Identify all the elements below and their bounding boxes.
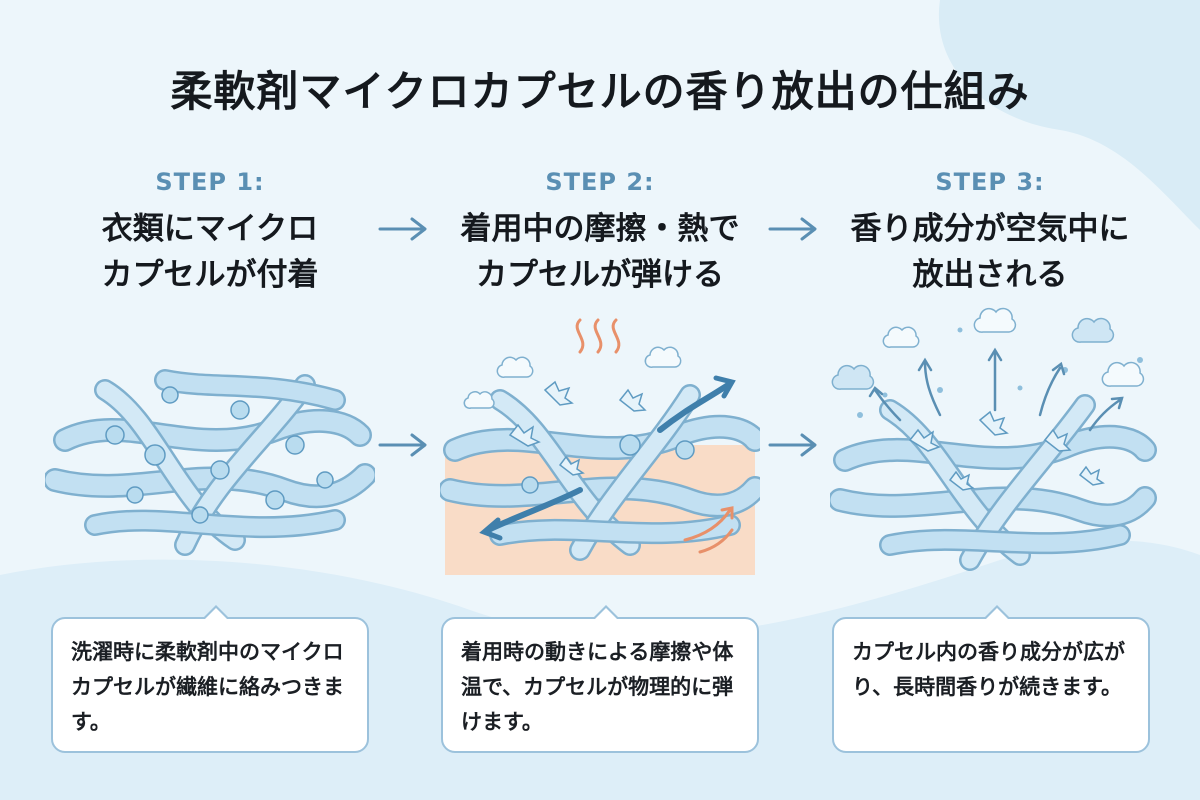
step-3-description-bubble: カプセル内の香り成分が広がり、長時間香りが続きます。	[832, 605, 1150, 753]
step-2-heading: 着用中の摩擦・熱で カプセルが弾ける	[460, 211, 740, 293]
step-1-description-bubble: 洗濯時に柔軟剤中のマイクロカプセルが繊維に絡みつきます。	[51, 605, 369, 753]
scent-release-illustration	[830, 307, 1157, 571]
diagram-title: 柔軟剤マイクロカプセルの香り放出の仕組み	[170, 67, 1030, 116]
step-3-header: STEP 3: 香り成分が空気中に 放出される	[820, 168, 1160, 298]
burst-capsules	[508, 380, 647, 476]
step-1-header: STEP 1: 衣類にマイクロ カプセルが付着	[40, 168, 380, 298]
step-2-header: STEP 2: 着用中の摩擦・熱で カプセルが弾ける	[430, 168, 770, 298]
step-1-label: STEP 1:	[155, 168, 265, 196]
burst-capsules	[908, 410, 1105, 491]
friction-heat-illustration	[440, 318, 760, 575]
arrow-right-icon	[768, 217, 817, 241]
microcapsules	[105, 386, 334, 524]
scent-arrows	[868, 347, 1124, 432]
fabric-fibers	[45, 369, 375, 556]
fabric-with-capsules-illustration	[45, 369, 375, 556]
heat-arrow-icon	[683, 506, 734, 554]
heat-wave-icon	[575, 318, 621, 354]
step-3-heading: 香り成分が空気中に 放出される	[850, 211, 1130, 293]
arrow-right-icon	[378, 217, 427, 241]
motion-arrow-icon	[479, 375, 736, 541]
step-1-heading: 衣類にマイクロ カプセルが付着	[101, 211, 319, 293]
arrow-right-icon	[768, 433, 817, 457]
scent-cloud-icon	[463, 346, 682, 409]
step-2-description-bubble: 着用時の動きによる摩擦や体温で、カプセルが物理的に弾けます。	[441, 605, 759, 753]
arrow-right-icon	[378, 433, 427, 457]
fabric-fibers	[830, 394, 1157, 571]
step-2-label: STEP 2:	[545, 168, 655, 196]
step-3-label: STEP 3:	[935, 168, 1045, 196]
microcapsules	[521, 434, 695, 494]
scent-cloud-icon	[831, 307, 1145, 390]
